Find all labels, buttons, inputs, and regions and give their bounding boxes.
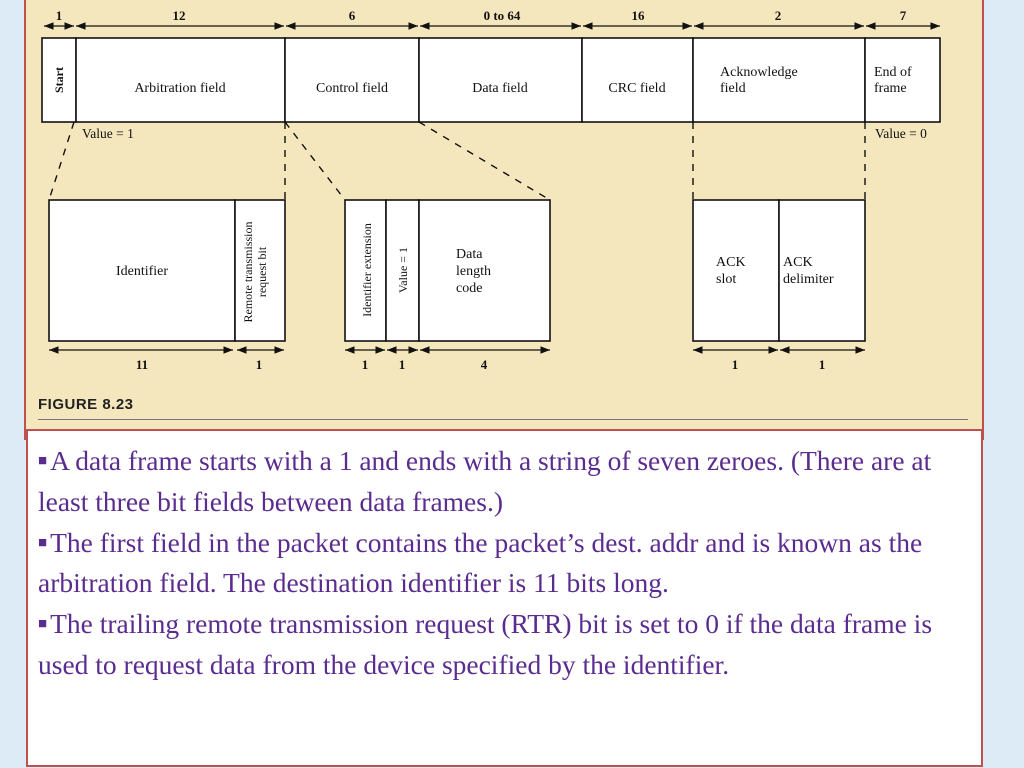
start-label: Start <box>52 67 66 93</box>
bits-ack-delimiter: 1 <box>819 357 826 372</box>
identifier-box <box>48 199 236 342</box>
data-length-code-label-line1: Data <box>456 247 483 262</box>
square-bullet-icon: ■ <box>38 616 48 633</box>
ack-slot-label-line2: slot <box>716 272 736 287</box>
bits-crc: 16 <box>632 8 646 23</box>
data-length-code-label-line2: length <box>456 264 491 279</box>
control-field-label: Control field <box>316 81 388 96</box>
bullet-item: ■The first field in the packet contains … <box>38 523 971 605</box>
crc-field-box <box>581 37 694 123</box>
data-length-code-box <box>418 199 551 342</box>
bullet-item: ■A data frame starts with a 1 and ends w… <box>38 441 971 523</box>
acknowledge-field-box <box>692 37 866 123</box>
bits-data: 0 to 64 <box>484 8 521 23</box>
end-of-frame-box <box>864 37 941 123</box>
ack-delimiter-label-line1: ACK <box>783 255 813 270</box>
start-value-label: Value = 1 <box>82 126 134 141</box>
bits-identifier-extension: 1 <box>362 357 369 372</box>
bits-control-value: 1 <box>399 357 406 372</box>
square-bullet-icon: ■ <box>38 534 48 551</box>
control-value-box <box>385 199 420 342</box>
identifier-extension-box <box>344 199 387 342</box>
crc-field-label: CRC field <box>608 81 665 96</box>
rtr-label-line2: request bit <box>255 246 269 297</box>
bits-rtr: 1 <box>256 357 263 372</box>
arbitration-field-box <box>75 37 286 123</box>
bits-control: 6 <box>349 8 356 23</box>
data-field-label: Data field <box>472 81 528 96</box>
bits-dlc: 4 <box>481 357 488 372</box>
start-field-box <box>41 37 77 123</box>
end-value-label: Value = 0 <box>875 126 927 141</box>
bullet-text-panel: ■A data frame starts with a 1 and ends w… <box>26 429 983 767</box>
identifier-label: Identifier <box>116 264 168 279</box>
connector-line-left-arbitration <box>48 121 75 201</box>
bullet-text: A data frame starts with a 1 and ends wi… <box>38 445 932 517</box>
arbitration-field-label: Arbitration field <box>134 81 225 96</box>
data-field-box <box>418 37 583 123</box>
bits-identifier: 11 <box>136 357 148 372</box>
can-data-frame-diagram: 1 12 6 0 to 64 16 2 7 Start Arbitration … <box>41 8 941 372</box>
bullet-text: The first field in the packet contains t… <box>38 526 923 599</box>
acknowledge-field-label-line1: Acknowledge <box>720 65 798 80</box>
end-of-frame-label-line1: End of <box>874 65 912 80</box>
ack-delimiter-label-line2: delimiter <box>783 272 834 287</box>
figure-caption: FIGURE 8.23 <box>38 396 134 413</box>
connector-line-right-control <box>418 121 551 201</box>
caption-divider <box>38 419 968 420</box>
connector-line-left-control <box>284 121 346 201</box>
identifier-extension-label: Identifier extension <box>360 223 374 317</box>
figure-panel: 1 12 6 0 to 64 16 2 7 Start Arbitration … <box>24 0 984 440</box>
acknowledge-field-label-line2: field <box>720 81 746 96</box>
bullet-text: The trailing remote transmission request… <box>38 608 933 680</box>
ack-slot-label-line1: ACK <box>716 255 746 270</box>
bits-ack-slot: 1 <box>732 357 739 372</box>
data-length-code-label-line3: code <box>456 281 482 296</box>
bits-eof: 7 <box>900 8 907 23</box>
rtr-label-line1: Remote transmission <box>241 222 255 323</box>
ack-slot-box <box>692 199 780 342</box>
end-of-frame-label-line2: frame <box>874 81 907 96</box>
control-value-label: Value = 1 <box>396 247 410 293</box>
bits-ack: 2 <box>775 8 782 23</box>
rtr-bit-box <box>234 199 286 342</box>
bits-arbitration: 12 <box>173 8 186 23</box>
ack-delimiter-box <box>778 199 866 342</box>
square-bullet-icon: ■ <box>38 453 48 469</box>
bits-start: 1 <box>56 8 63 23</box>
bullet-item: ■The trailing remote transmission reques… <box>38 604 971 686</box>
control-field-box <box>284 37 420 123</box>
